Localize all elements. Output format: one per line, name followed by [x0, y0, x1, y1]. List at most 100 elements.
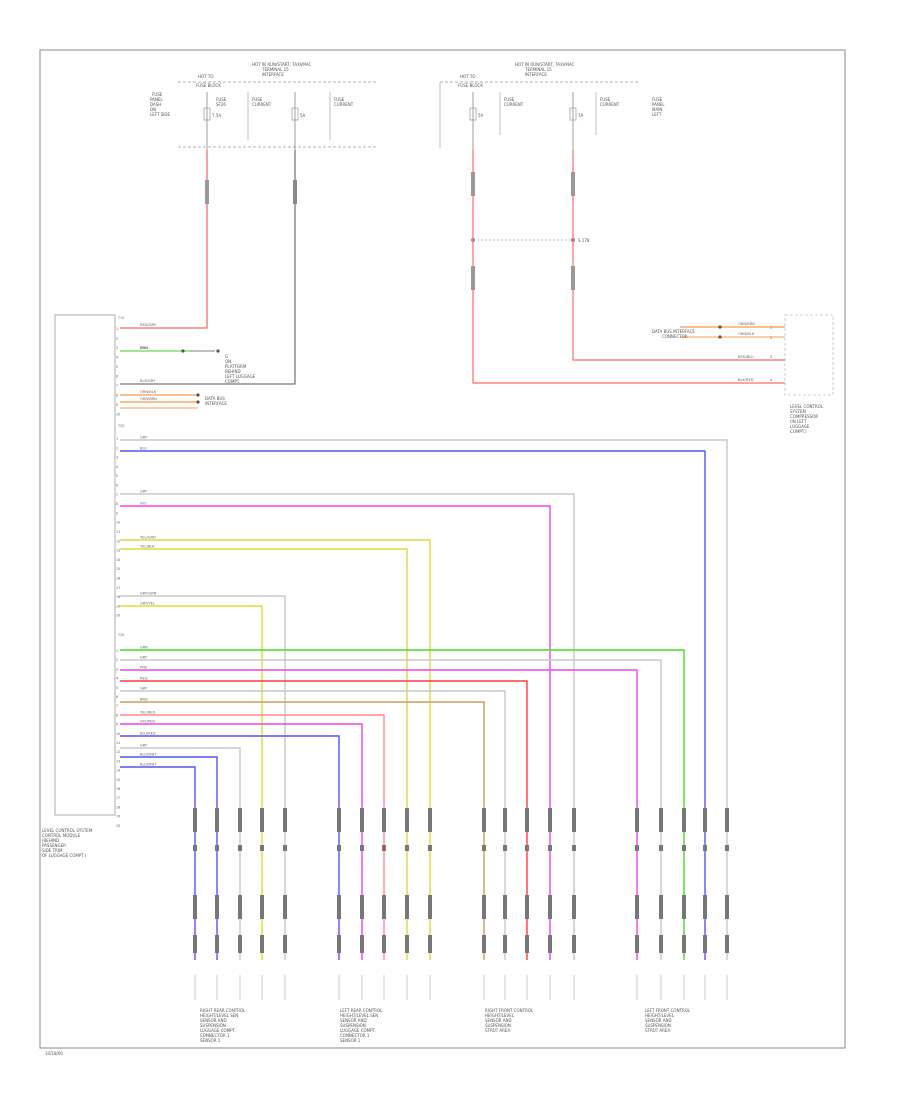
- sensor-connector: [682, 808, 686, 832]
- s2-l1: HEIGHT/LEVEL: [485, 1013, 515, 1018]
- left-callouts: GRN G ON PLATFORM BEHIND LEFT LUGGAGE CO…: [120, 346, 256, 409]
- sensor-connector: [260, 935, 264, 953]
- pins-a-pin: 3: [116, 346, 118, 350]
- tl-header-2: TERMINAL 15: [261, 67, 289, 72]
- sensor-connector: [428, 845, 432, 851]
- s0-l4: LUGGAGE COMPT.: [200, 1028, 236, 1033]
- rb-label-2: SYSTEM: [790, 409, 806, 414]
- wire-label: BLK/GRY: [140, 379, 156, 383]
- sensor-connector: [659, 895, 663, 919]
- wire-label: GRY/GRN: [140, 592, 157, 596]
- pins-c-pin: 4: [116, 677, 118, 681]
- tl-amp2: 5A: [300, 113, 306, 118]
- signal-wire: [120, 649, 685, 960]
- rb-label-6: COMPT.): [790, 429, 807, 434]
- signal-wire: [120, 735, 340, 960]
- module-label-2: CONTROL MODULE: [42, 833, 81, 838]
- sensor-connector: [215, 935, 219, 953]
- pins-b-pin: 12: [116, 539, 120, 543]
- s0-l1: HEIGHT/LEVEL SEN: [200, 1013, 238, 1018]
- s1-l6: SENSOR 1: [340, 1038, 361, 1043]
- pins-b-pin: 1: [116, 437, 118, 441]
- sensor-connector: [260, 845, 264, 851]
- tl-panel-1: FUSE: [152, 92, 163, 97]
- pins-b-pin: 2: [116, 446, 118, 450]
- module-label-6: OF LUGGAGE COMPT.): [42, 853, 86, 858]
- s0-l5: CONNECTOR 1: [200, 1033, 230, 1038]
- rb-label-1: LEVEL CONTROL: [790, 404, 824, 409]
- sensor-left-front: LEFT FRONT CONTROL HEIGHT/LEVEL SENSOR A…: [645, 1008, 691, 1033]
- signal-wire: [120, 659, 662, 960]
- sensor-connector: [635, 845, 639, 851]
- pins-c-pin: 11: [116, 741, 120, 745]
- tl-fuse1-b: SF26: [216, 102, 226, 107]
- pins-b-pin: 15: [116, 567, 120, 571]
- sensor-connector: [283, 895, 287, 919]
- top-left-fuse-group: HOT IN RUN/START, TAXI/MAC TERMINAL 15 I…: [150, 62, 378, 150]
- tr-header-2: TERMINAL 15: [524, 67, 552, 72]
- sensor-connector: [572, 895, 576, 919]
- wire-label: YEL/BLK: [140, 545, 155, 549]
- sensor-connector: [283, 845, 287, 851]
- wire-labels: GRYBLUGRYVIOYEL/GRNYEL/BLKGRY/GRNGRY/YEL…: [140, 323, 157, 767]
- pins-c-pin: 15: [116, 778, 120, 782]
- top-right-fuse-group: HOT IN RUN/START, TAXI/MAC TERMINAL 15 I…: [439, 62, 665, 243]
- wire-label: BRN: [140, 698, 148, 702]
- signal-wires: [120, 439, 728, 960]
- sensor-connector: [428, 895, 432, 919]
- pins-c-pin: 8: [116, 713, 118, 717]
- signal-wire: [120, 756, 218, 960]
- s3-l3: SUSPENSION: [645, 1023, 671, 1028]
- pins-c-pin: 5: [116, 686, 118, 690]
- ground-3: PLATFORM: [225, 364, 247, 369]
- sensor-connector: [548, 935, 552, 953]
- sensor-connector: [572, 845, 576, 851]
- signal-wire: [120, 439, 728, 960]
- sensor-connector: [260, 895, 264, 919]
- tr-panel-4: LEFT: [652, 112, 662, 117]
- rb-pin-2: 2: [770, 336, 772, 340]
- rb-wire-3: RED/BLU: [738, 355, 754, 359]
- tl-sub-label: FUSE BLOCK: [196, 83, 221, 88]
- wire-label: YEL/GRN: [140, 536, 156, 540]
- s1-l4: LUGGAGE COMPT.: [340, 1028, 376, 1033]
- sensor-connector: [525, 935, 529, 953]
- sensor-connector: [725, 845, 729, 851]
- sensor-connector: [503, 845, 507, 851]
- pins-c-pin: 16: [116, 787, 120, 791]
- sensor-connector: [482, 935, 486, 953]
- sensor-connector: [337, 935, 341, 953]
- wire-label: RED/GRY: [140, 323, 157, 327]
- pins-a-pin: 6: [116, 375, 118, 379]
- wire-label: GRY/YEL: [140, 602, 155, 606]
- s2-l3: SUSPENSION: [485, 1023, 511, 1028]
- tr-splice: S 178: [578, 238, 590, 243]
- tr-amp1: 5A: [478, 113, 484, 118]
- s1-l1: HEIGHT/LEVEL SEN: [340, 1013, 378, 1018]
- tr-fuse1-a: FUSE: [504, 97, 515, 102]
- signal-wire: [120, 701, 485, 960]
- sensor-connector: [503, 895, 507, 919]
- tr-panel-3: MAIN: [652, 107, 662, 112]
- pins-b-pin: 9: [116, 511, 118, 515]
- s1-l5: CONNECTOR 1: [340, 1033, 370, 1038]
- pins-b-pin: 3: [116, 456, 118, 460]
- wire-label: YEL/RED: [140, 711, 155, 715]
- pins-a-pin: 1: [116, 327, 118, 331]
- sensor-connector: [360, 808, 364, 832]
- signal-wire: [120, 493, 575, 960]
- sensor-connector: [482, 895, 486, 919]
- sensor-connector: [382, 935, 386, 953]
- pins-b-pin: 19: [116, 604, 120, 608]
- wire-label: GRY: [140, 490, 148, 494]
- footer-date: 10/18/00: [45, 1051, 63, 1056]
- pins-b-pin: 17: [116, 586, 120, 590]
- sensor-connector: [238, 845, 242, 851]
- sensor-connector: [337, 808, 341, 832]
- wire-label: GRY: [140, 687, 148, 691]
- rb-pin-1: 1: [770, 326, 772, 330]
- module-label-1: LEVEL CONTROL SYSTEM: [42, 828, 93, 833]
